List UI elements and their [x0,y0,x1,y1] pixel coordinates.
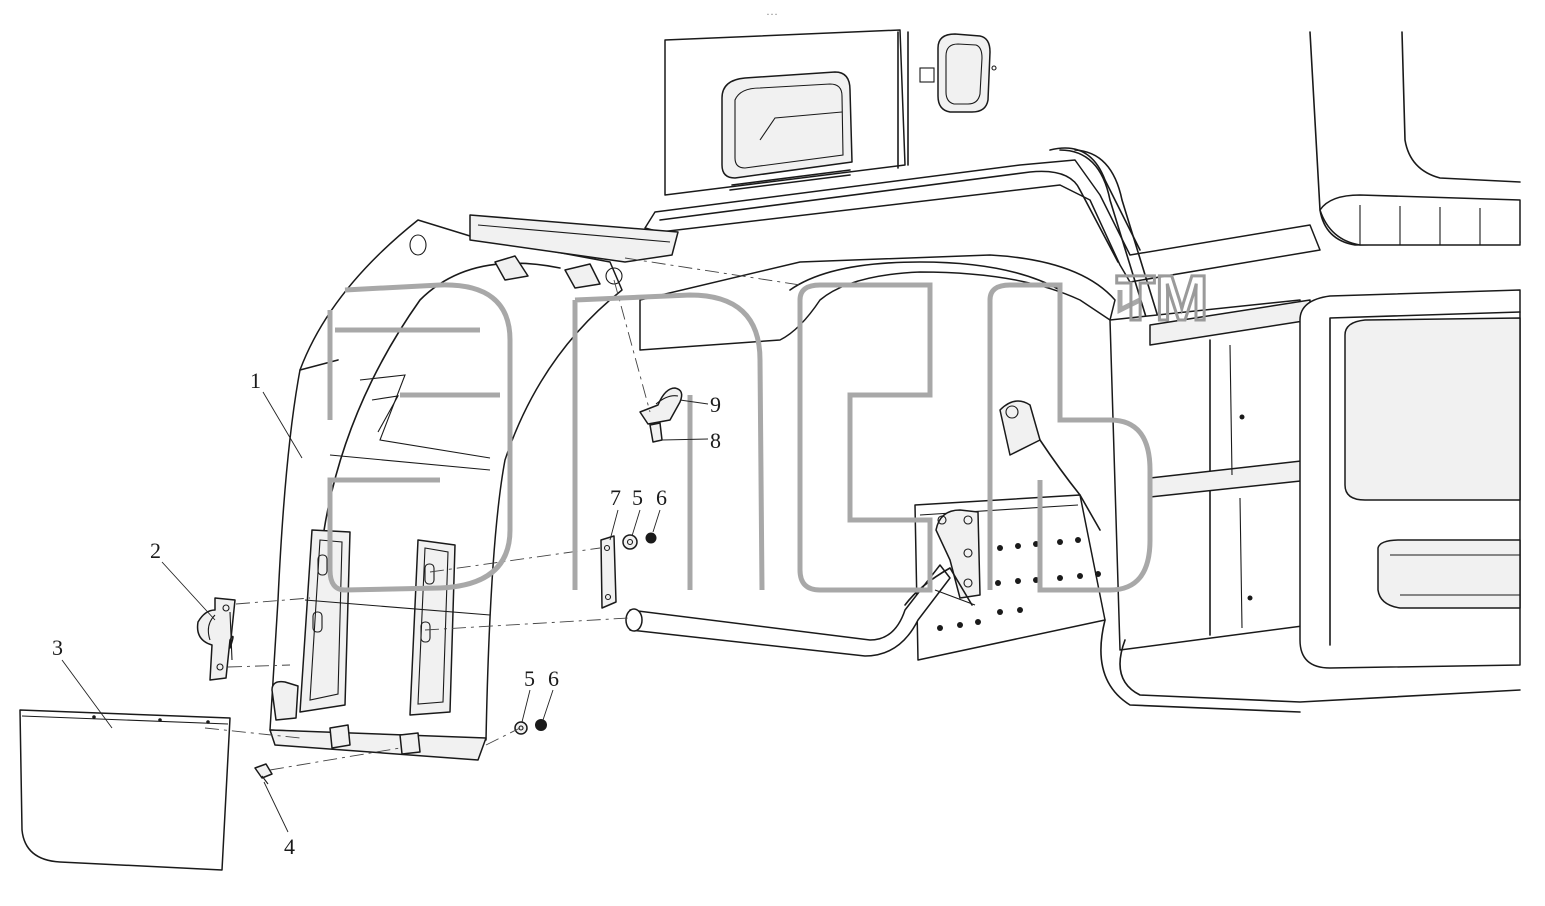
callout-6-lower: 6 [548,666,559,691]
callout-4: 4 [284,834,295,859]
callout-2: 2 [150,538,161,563]
part-1-mudguard [269,214,679,761]
callout-1: 1 [250,368,261,393]
support-tube [625,564,976,657]
callout-3: 3 [52,635,63,660]
status-indicator: … [766,4,778,18]
part-6-nut-lower [535,719,547,731]
watermark-trademark: TM [1116,262,1208,334]
callout-9: 9 [710,392,721,417]
callout-6-upper: 6 [656,485,667,510]
part-8-bolt [649,422,663,443]
callout-8: 8 [710,428,721,453]
callout-7: 7 [610,485,621,510]
part-3-mud-flap [19,709,231,871]
part-4-screw [254,763,273,785]
part-5-washer-lower [514,721,528,735]
callout-leaders [61,391,709,833]
part-9-clip [639,387,683,425]
part-7-strap [600,535,617,609]
callout-labels: 1 2 3 4 5 6 5 6 7 8 9 [52,368,721,859]
watermark-logo: TM [327,261,1210,593]
part-6-nut-upper [645,532,657,544]
callout-5-lower: 5 [524,666,535,691]
callout-5-upper: 5 [632,485,643,510]
part-2-bracket [196,597,236,681]
assembly-lines [204,257,801,771]
part-5-washer-upper [622,534,638,550]
truck-cab [639,29,1521,713]
